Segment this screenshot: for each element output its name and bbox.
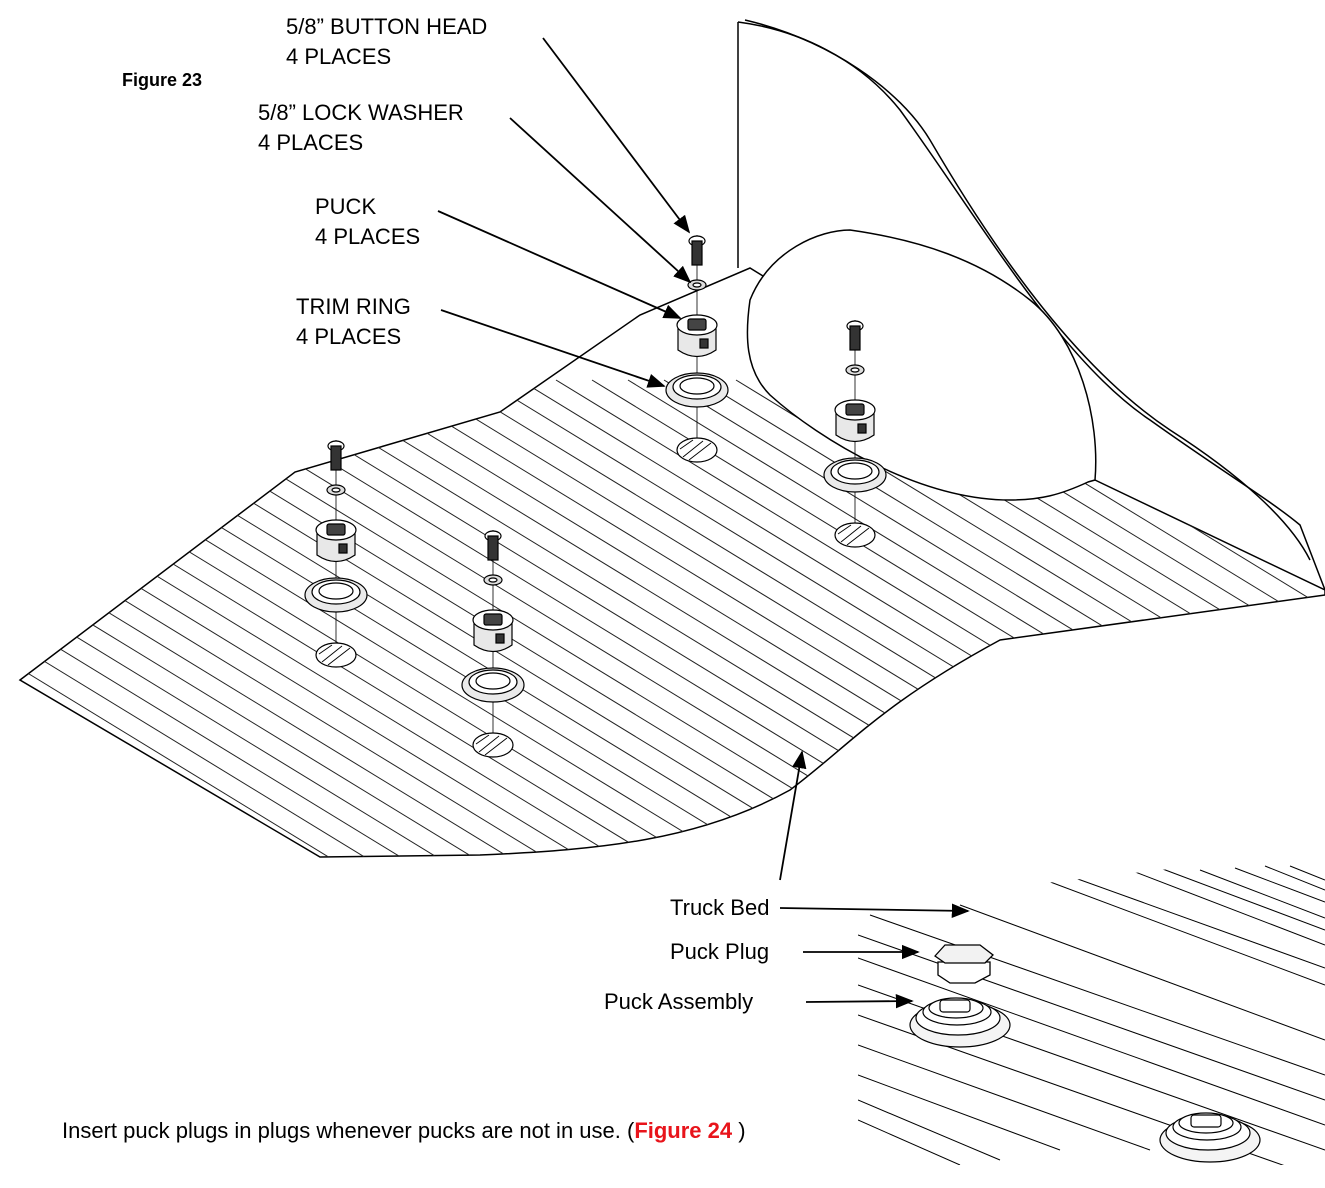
trim-ring: [665, 372, 729, 408]
button-head-bolt: [688, 235, 706, 266]
lock-washer-label: 5/8” LOCK WASHER 4 PLACES: [258, 98, 464, 158]
lock-washer: [483, 574, 503, 586]
puck-label-line1: PUCK: [315, 194, 377, 219]
button-head-label-line1: 5/8” BUTTON HEAD: [286, 14, 488, 39]
detail-inset: [858, 865, 1325, 1165]
button-head-label-line2: 4 PLACES: [286, 44, 392, 69]
puck: [834, 399, 876, 443]
caption-text-end: ): [732, 1118, 746, 1143]
puck-stack-3: [304, 440, 368, 668]
lock-washer: [687, 279, 707, 291]
puck: [472, 609, 514, 653]
truck-bed-label: Truck Bed: [670, 895, 770, 920]
bed-side-wall: [737, 19, 1325, 591]
truck-bed-floor: [18, 267, 1325, 858]
trim-ring-label-line2: 4 PLACES: [296, 324, 402, 349]
inset-puck-assembly-2: [1159, 1112, 1261, 1163]
bed-hole: [834, 522, 876, 548]
lock-washer-label-line1: 5/8” LOCK WASHER: [258, 100, 464, 125]
button-head-bolt: [484, 530, 502, 561]
figure-label: Figure 23: [122, 70, 203, 90]
puck: [676, 314, 718, 358]
puck-stacks: [304, 235, 887, 758]
instruction-caption: Insert puck plugs in plugs whenever puck…: [62, 1118, 746, 1144]
inset-puck-assembly-1: [909, 997, 1011, 1048]
trim-ring-label-line1: TRIM RING: [296, 294, 411, 319]
bed-hole: [472, 732, 514, 758]
leader-lines: [437, 37, 970, 1009]
button-head-bolt: [327, 440, 345, 471]
figure-reference[interactable]: Figure 24: [634, 1118, 733, 1143]
puck-label: PUCK 4 PLACES: [315, 192, 420, 252]
puck-label-line2: 4 PLACES: [315, 224, 421, 249]
bed-hole: [315, 642, 357, 668]
trim-ring: [461, 667, 525, 703]
wheel-well: [746, 229, 1097, 501]
trim-ring: [823, 457, 887, 493]
bed-hole: [676, 437, 718, 463]
puck: [315, 519, 357, 563]
puck-plug-label: Puck Plug: [670, 939, 770, 964]
lock-washer: [845, 364, 865, 376]
button-head-label: 5/8” BUTTON HEAD 4 PLACES: [286, 12, 487, 72]
lock-washer: [326, 484, 346, 496]
lock-washer-label-line2: 4 PLACES: [258, 130, 364, 155]
trim-ring: [304, 577, 368, 613]
caption-text: Insert puck plugs in plugs whenever puck…: [62, 1118, 635, 1143]
puck-stack-1: [665, 235, 729, 463]
button-head-bolt: [846, 320, 864, 351]
puck-stack-4: [461, 530, 525, 758]
inset-puck-plug: [934, 944, 994, 984]
puck-assembly-label: Puck Assembly: [604, 989, 754, 1014]
trim-ring-label: TRIM RING 4 PLACES: [296, 292, 411, 352]
puck-stack-2: [823, 320, 887, 548]
